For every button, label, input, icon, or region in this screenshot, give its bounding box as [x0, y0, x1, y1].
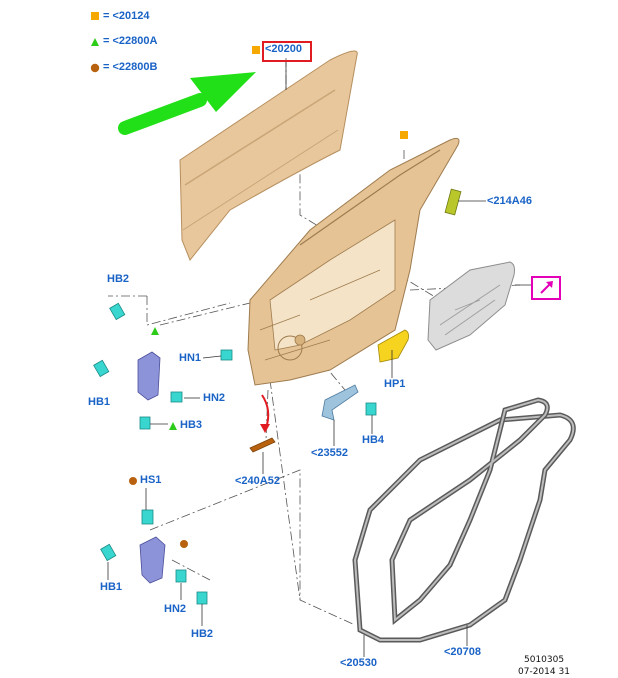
callout-weatherstrip-inner[interactable]: <20530	[340, 657, 378, 669]
callout-weatherstrip-outer[interactable]: <20708	[444, 646, 482, 658]
callout-hs1[interactable]: HS1	[140, 474, 162, 486]
magnify-button[interactable]	[531, 276, 561, 300]
legend-triangle-icon	[91, 38, 99, 46]
callout-hb1-lower[interactable]: HB1	[100, 581, 123, 593]
legend-square-icon	[91, 12, 99, 20]
callout-hb2-lower[interactable]: HB2	[191, 628, 214, 640]
trim-carrier-panel	[427, 261, 515, 351]
reference-number: 5010305	[524, 655, 565, 665]
callout-bracket-top[interactable]: <214A46	[487, 195, 532, 207]
highlight-box	[262, 41, 312, 62]
date-code: 07-2014 31	[518, 667, 570, 677]
check-arm-part	[321, 384, 359, 421]
sill-reinforcement-part	[249, 437, 276, 453]
bolt-parts	[93, 302, 377, 605]
callout-hb1-upper[interactable]: HB1	[88, 396, 111, 408]
callout-hb2-upper[interactable]: HB2	[107, 273, 130, 285]
legend-label-circle: = <22800B	[103, 61, 158, 73]
latch-plug-part	[377, 329, 409, 363]
callout-hp1[interactable]: HP1	[384, 378, 406, 390]
callout-hb4[interactable]: HB4	[362, 434, 385, 446]
callout-leaders	[107, 60, 532, 657]
callout-hn2-upper[interactable]: HN2	[203, 392, 226, 404]
upper-hinge-part	[137, 351, 161, 401]
arrow-up-right-icon	[540, 281, 553, 294]
callout-hn2-lower[interactable]: HN2	[164, 603, 187, 615]
callout-check-arm[interactable]: <23552	[311, 447, 349, 459]
callout-door-panel[interactable]: <20200	[265, 43, 303, 55]
legend-circle-icon	[90, 63, 100, 73]
green-arrow-icon	[118, 72, 256, 135]
lower-hinge-part	[139, 536, 166, 584]
bracket-part	[444, 188, 462, 216]
legend-label-square: = <20124	[103, 10, 150, 22]
callout-hn1[interactable]: HN1	[179, 352, 202, 364]
callout-hb3[interactable]: HB3	[180, 419, 203, 431]
legend-label-triangle: = <22800A	[103, 35, 158, 47]
callout-sill-reinforcement[interactable]: <240A52	[235, 475, 280, 487]
